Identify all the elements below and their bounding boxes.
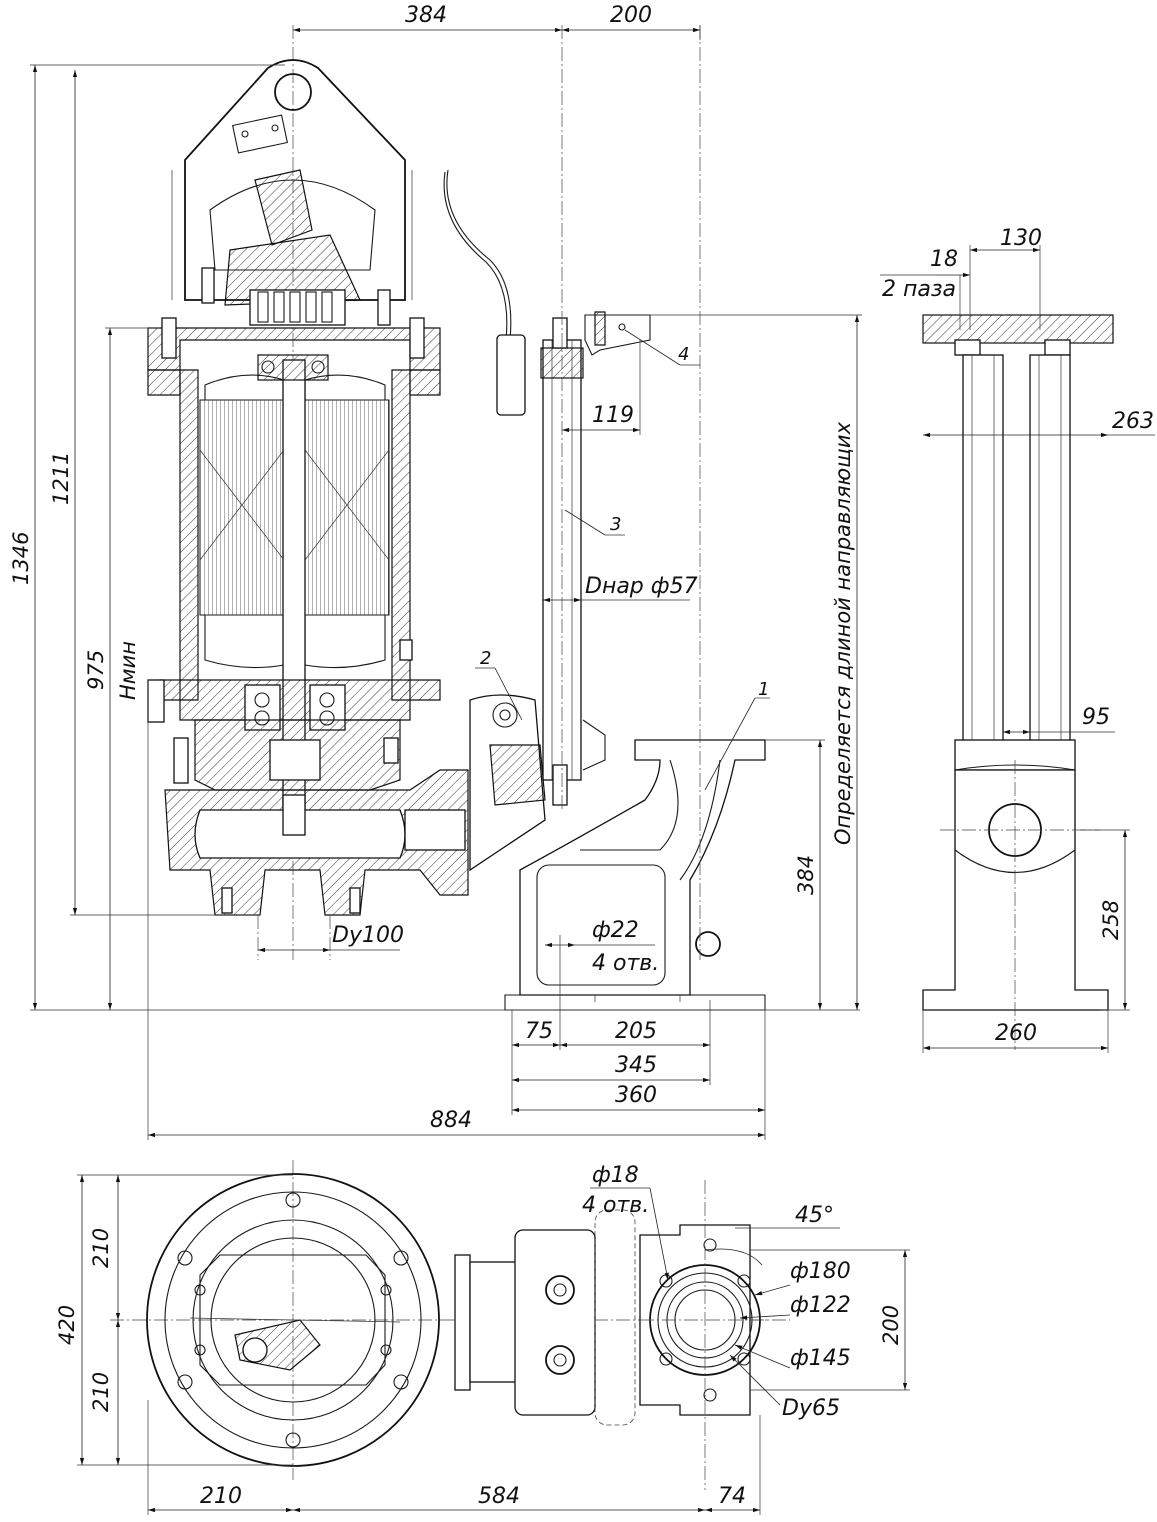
dim-top-200: 200 <box>610 3 652 28</box>
dim-dy100: Dу100 <box>332 923 404 948</box>
dim-dy65: Dу65 <box>782 1396 840 1421</box>
side-guide-rail-right <box>1029 354 1071 751</box>
dim-top-384: 384 <box>405 3 447 28</box>
dim-2-slots: 2 паза <box>882 277 956 302</box>
lifting-bail <box>184 59 406 301</box>
dim-95: 95 <box>1082 705 1110 730</box>
plan-view <box>110 1160 790 1490</box>
dim-420: 420 <box>55 1305 79 1345</box>
stator-left <box>199 399 285 616</box>
dim-hmin: Hмин <box>116 641 140 700</box>
dim-d122: ф122 <box>790 1293 851 1318</box>
dim-18: 18 <box>930 247 958 272</box>
dim-263: 263 <box>1112 409 1154 434</box>
float-switch <box>443 169 526 416</box>
dim-b584: 584 <box>478 1484 520 1509</box>
guide-claw <box>469 694 606 872</box>
dim-1211: 1211 <box>49 452 73 505</box>
dim-plan-4-holes: 4 отв. <box>582 1193 649 1218</box>
dim-884: 884 <box>430 1108 472 1133</box>
dim-200-plan: 200 <box>879 1305 903 1345</box>
upper-bearing <box>257 354 329 381</box>
mechanical-seal <box>269 739 321 781</box>
dim-45deg: 45° <box>795 1203 834 1228</box>
guide-length-note: Определяется длиной направляющих <box>831 421 855 845</box>
motor-wall-left <box>179 369 199 701</box>
dim-1346: 1346 <box>9 532 33 585</box>
dim-205: 205 <box>615 1019 657 1044</box>
guide-pipe <box>540 25 584 810</box>
pump-front-view <box>147 25 469 960</box>
callout-3: 3 <box>610 514 621 535</box>
dim-975: 975 <box>84 650 108 690</box>
callout-1: 1 <box>758 679 769 700</box>
dim-119: 119 <box>592 403 634 428</box>
dim-b74: 74 <box>718 1484 746 1509</box>
dim-210-top: 210 <box>89 1228 113 1268</box>
lifting-eye <box>274 73 312 111</box>
side-base <box>922 769 1109 1011</box>
dimension-labels: 384 200 1346 1211 975 Hмин 119 Dнар ф57 … <box>9 3 1154 1509</box>
pump-outer-flange <box>146 1173 440 1467</box>
stator-right <box>304 399 390 616</box>
bearing-plate <box>159 679 441 721</box>
dim-75: 75 <box>525 1019 553 1044</box>
dim-210-bottom: 210 <box>89 1372 113 1412</box>
dim-b210: 210 <box>200 1484 242 1509</box>
dim-360: 360 <box>615 1083 657 1108</box>
dim-plan-d18: ф18 <box>592 1163 639 1188</box>
callout-4: 4 <box>678 344 689 365</box>
float-body <box>496 334 526 416</box>
dim-260: 260 <box>995 1021 1037 1046</box>
callout-2: 2 <box>480 648 491 669</box>
dim-130: 130 <box>1000 226 1042 251</box>
dim-dnar: Dнар ф57 <box>585 574 698 599</box>
dim-d22: ф22 <box>592 918 639 943</box>
side-view <box>922 314 1114 1050</box>
dim-345: 345 <box>615 1053 657 1078</box>
dim-258: 258 <box>1099 900 1123 940</box>
dimension-lines <box>30 25 1155 1515</box>
dim-384-vertical: 384 <box>794 855 818 895</box>
dim-d145: ф145 <box>790 1346 851 1371</box>
terminal-block <box>249 289 346 326</box>
side-guide-rail-left <box>962 354 1004 751</box>
dim-d180: ф180 <box>790 1259 851 1284</box>
dim-4-holes: 4 отв. <box>592 951 659 976</box>
plan-bolt-holes <box>177 1192 409 1448</box>
cable-gland <box>254 169 313 246</box>
